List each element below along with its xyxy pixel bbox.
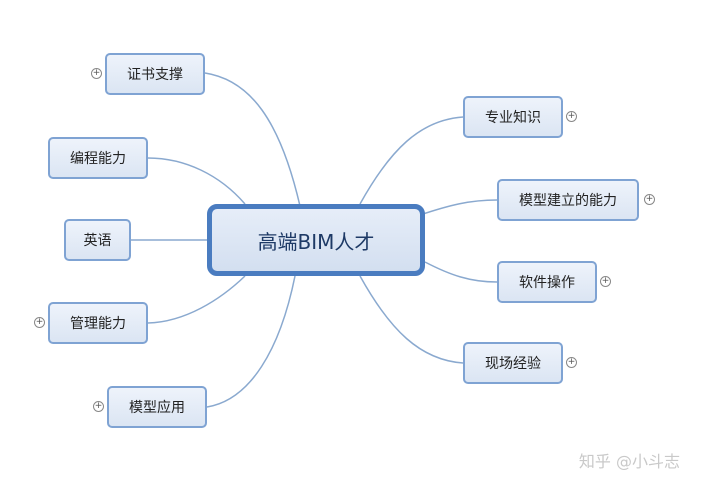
node-label: 英语	[83, 233, 112, 249]
plus-circle-icon[interactable]: +	[34, 317, 45, 328]
node-zhengshu-zhicheng[interactable]: 证书支撑	[105, 53, 205, 95]
node-xianchang-jingyan[interactable]: 现场经验	[463, 342, 563, 384]
link-moxingjianli	[419, 199, 498, 216]
link-xianchang	[359, 275, 464, 364]
node-label: 专业知识	[485, 110, 541, 126]
node-ruanjian-caozuo[interactable]: 软件操作	[497, 261, 597, 303]
link-biancheng	[147, 157, 246, 205]
node-moxing-jianli[interactable]: 模型建立的能力	[497, 179, 639, 221]
link-zhuanye	[359, 116, 464, 205]
node-label: 模型建立的能力	[519, 193, 617, 209]
watermark: 知乎 @小斗志	[578, 452, 680, 471]
plus-circle-icon[interactable]: +	[93, 401, 104, 412]
plus-circle-icon[interactable]: +	[566, 357, 577, 368]
plus-circle-icon[interactable]: +	[600, 276, 611, 287]
node-label: 模型应用	[129, 400, 185, 416]
plus-circle-icon[interactable]: +	[91, 68, 102, 79]
node-zhuanye-zhishi[interactable]: 专业知识	[463, 96, 563, 138]
node-label: 证书支撑	[127, 67, 183, 83]
node-label: 软件操作	[519, 275, 575, 291]
central-topic-label: 高端BIM人才	[257, 229, 375, 254]
plus-circle-icon[interactable]: +	[644, 194, 655, 205]
node-label: 编程能力	[70, 151, 126, 167]
node-yingyu[interactable]: 英语	[64, 219, 131, 261]
link-ruanjian	[424, 261, 498, 283]
node-moxing-yingyong[interactable]: 模型应用	[107, 386, 207, 428]
plus-circle-icon[interactable]: +	[566, 111, 577, 122]
node-biancheng-nengli[interactable]: 编程能力	[48, 137, 148, 179]
node-guanli-nengli[interactable]: 管理能力	[48, 302, 148, 344]
central-topic[interactable]: 高端BIM人才	[207, 204, 425, 276]
node-label: 管理能力	[70, 316, 126, 332]
link-guanli	[147, 275, 246, 324]
node-label: 现场经验	[485, 356, 541, 372]
link-zhengshu	[204, 72, 301, 207]
link-moxingyingyong	[206, 275, 296, 408]
